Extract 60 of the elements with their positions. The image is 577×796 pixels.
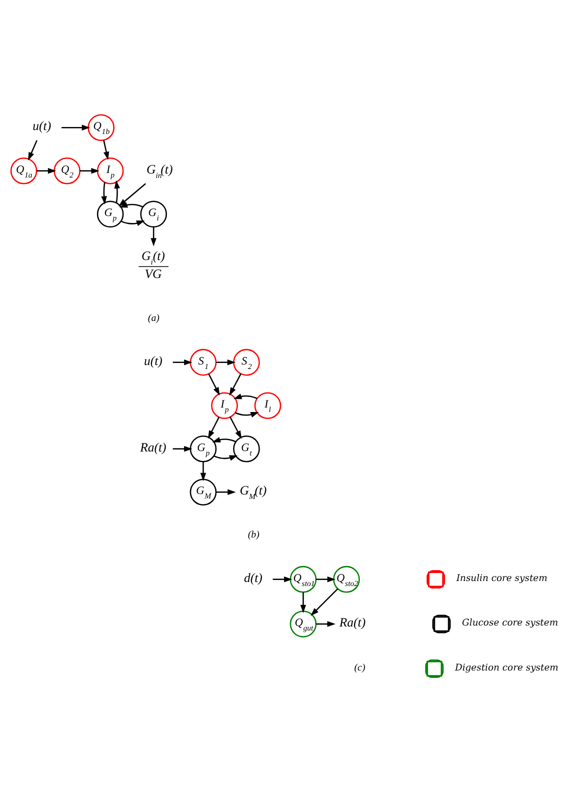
arrow [119,202,144,208]
node-label: G$_{i}$(t) [142,248,165,266]
node-text: G$_{in}$(t) [146,162,173,180]
node-text: u(t) [144,353,162,368]
arrow [103,140,110,160]
arrow [272,576,292,582]
node-circle: I$_{p}$ [96,156,124,184]
node-text: u(t) [32,118,52,133]
node-text: d(t) [244,570,262,584]
node-circle: G$_{i}$ [140,200,167,228]
arrow [216,488,236,494]
arrow [316,576,336,582]
legend-label: Glucose core system [462,617,558,628]
node-circle: Q$_{1b}$ [88,114,114,140]
arrow [300,592,306,613]
arrow [214,454,238,460]
node-circle: Q$_{sto1}$ [290,565,317,592]
node-circle: Q$_{gut}$ [290,610,317,637]
arrow [172,358,192,365]
node-circle: S$_{2}$ [233,348,260,376]
arrow [208,373,220,396]
node-circle: Q$_{1a}$ [10,156,38,184]
node-text: Ra(t) [140,440,166,454]
node-circle: G$_{p}$ [96,200,124,228]
arrow [235,411,259,417]
arrow [229,373,242,396]
arrow [200,461,206,481]
node-label: VG [144,266,162,281]
legend-label: Digestion core system [454,662,558,673]
arrow [28,140,38,160]
arrow [316,620,336,626]
node-circle: G$_{M}$ [190,478,217,506]
node-circle: I$_{p}$ [211,392,238,418]
arrow [101,182,107,204]
arrow [118,182,146,206]
node-circle: Q$_{2}$ [54,156,80,184]
arrow [208,416,220,438]
arrow [80,167,100,174]
arrow [36,167,56,174]
label: (b) [248,528,260,540]
node-text: G$_{M}$(t) [240,483,267,501]
legend-label: Insulin core system [456,572,548,584]
arrow [310,588,338,616]
label: (a) [148,312,160,324]
arrow [150,226,156,246]
node-circle: Q$_{sto2}$ [333,565,360,592]
node-circle: S$_{1}$ [190,348,217,376]
arrow [114,180,120,202]
arrow [212,436,236,442]
node-circle: G$_{p}$ [190,434,217,462]
node-circle: I$_{l}$ [254,392,282,418]
arrow [230,416,242,438]
arrow [120,220,145,226]
arrow [62,124,90,130]
label: (c) [354,662,366,674]
node-circle: G$_{t}$ [233,434,260,462]
arrow [172,445,192,452]
node-text: Ra(t) [339,614,366,629]
arrow [216,358,236,365]
arrow [233,393,258,399]
